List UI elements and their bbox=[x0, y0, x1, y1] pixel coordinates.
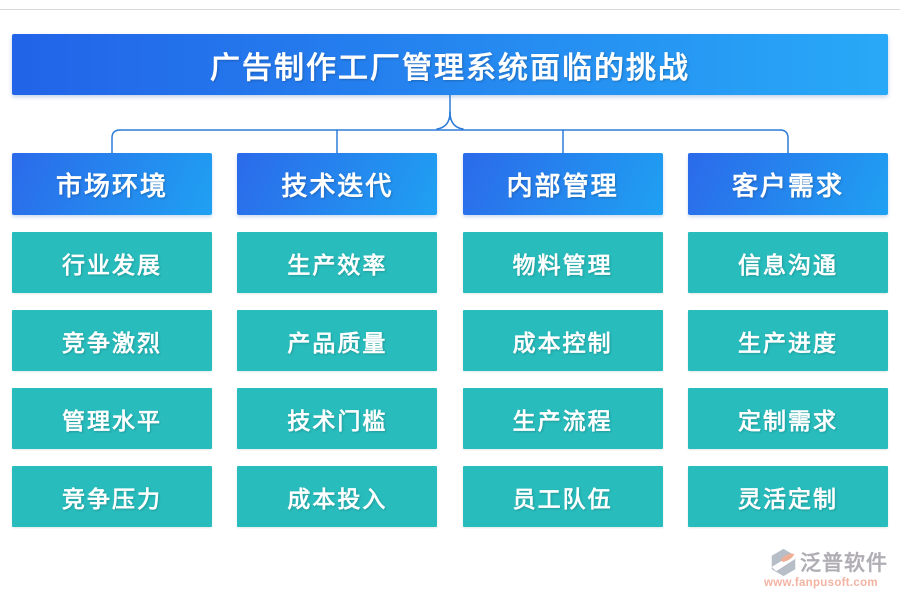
column-header: 客户需求 bbox=[687, 153, 888, 215]
brand-watermark: 泛普软件 www.fanpusoft.com bbox=[754, 547, 888, 589]
challenge-item: 成本投入 bbox=[237, 466, 438, 527]
challenge-item: 技术门槛 bbox=[237, 388, 438, 449]
diagram-title-banner: 广告制作工厂管理系统面临的挑战 bbox=[12, 34, 888, 95]
column-internal-management: 内部管理 物料管理 成本控制 生产流程 员工队伍 bbox=[462, 153, 663, 527]
challenge-item: 员工队伍 bbox=[462, 466, 663, 527]
column-customer-demand: 客户需求 信息沟通 生产进度 定制需求 灵活定制 bbox=[687, 153, 888, 527]
challenge-item: 成本控制 bbox=[462, 310, 663, 371]
challenge-item: 物料管理 bbox=[462, 232, 663, 293]
fanpu-logo-icon bbox=[771, 548, 796, 576]
challenge-item: 管理水平 bbox=[12, 388, 212, 449]
challenge-item: 生产效率 bbox=[237, 232, 438, 293]
columns-row: 市场环境 行业发展 竞争激烈 管理水平 竞争压力 技术迭代 生产效率 产品质量 … bbox=[12, 153, 888, 527]
challenge-item: 信息沟通 bbox=[687, 232, 888, 293]
challenge-item: 竞争压力 bbox=[12, 466, 212, 527]
challenge-item: 灵活定制 bbox=[687, 466, 888, 527]
column-tech-iteration: 技术迭代 生产效率 产品质量 技术门槛 成本投入 bbox=[237, 153, 438, 527]
challenge-item: 竞争激烈 bbox=[12, 310, 212, 371]
challenge-item: 行业发展 bbox=[12, 232, 212, 293]
challenge-item: 生产进度 bbox=[687, 310, 888, 371]
column-header: 技术迭代 bbox=[237, 153, 438, 215]
column-market-environment: 市场环境 行业发展 竞争激烈 管理水平 竞争压力 bbox=[12, 153, 212, 527]
brand-name: 泛普软件 bbox=[800, 551, 888, 575]
challenge-item: 产品质量 bbox=[237, 310, 438, 371]
column-header: 内部管理 bbox=[462, 153, 663, 215]
challenge-item: 定制需求 bbox=[687, 388, 888, 449]
column-header: 市场环境 bbox=[12, 153, 212, 215]
page-title: 广告制作工厂管理系统面临的挑战 bbox=[210, 51, 690, 85]
brand-row: 泛普软件 bbox=[754, 547, 888, 577]
brand-url: www.fanpusoft.com bbox=[764, 577, 878, 589]
top-divider bbox=[0, 9, 900, 10]
challenge-item: 生产流程 bbox=[462, 388, 663, 449]
